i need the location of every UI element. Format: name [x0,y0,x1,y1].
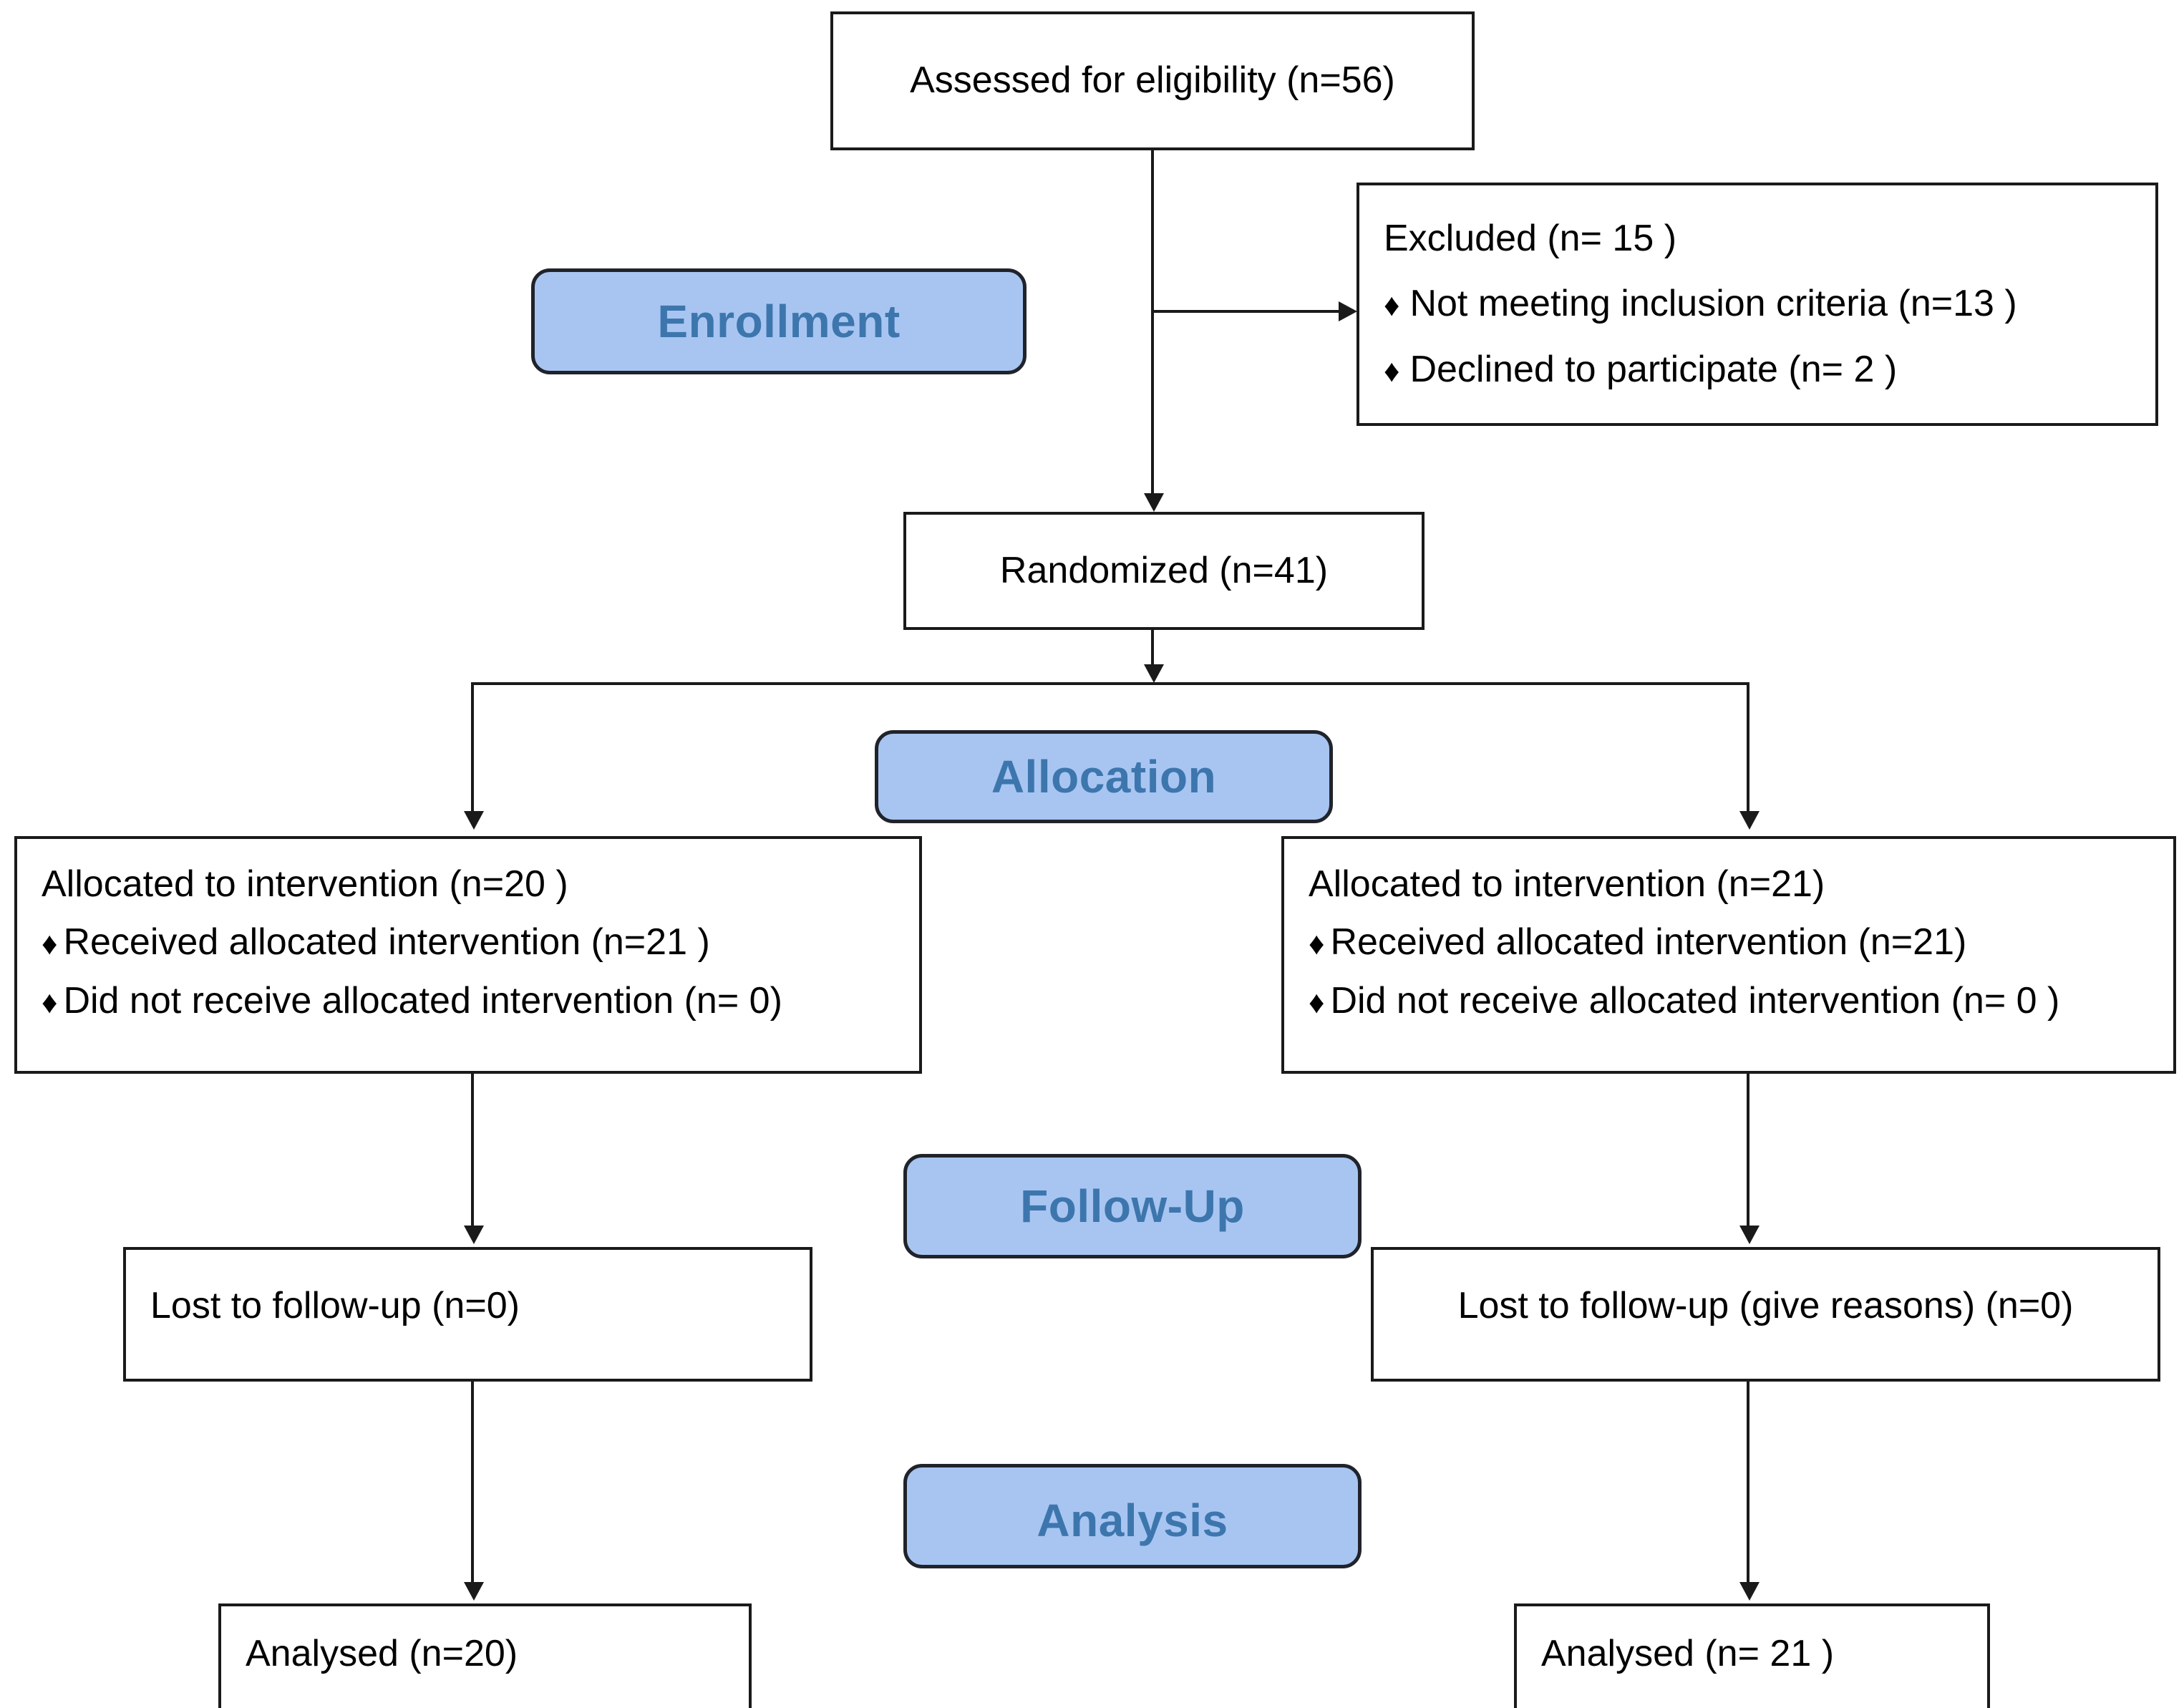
diamond-bullet-icon: ♦ [1309,926,1325,962]
stage-label-followup-text: Follow-Up [1020,1180,1245,1232]
lost-left-text: Lost to follow-up (n=0) [150,1285,520,1327]
allocated-left-content: Allocated to intervention (n=20 ) ♦ Rece… [17,863,919,1023]
allocated-left-item-0: ♦ Received allocated intervention (n=21 … [42,921,895,964]
analysed-left-text: Analysed (n=20) [246,1633,518,1675]
node-lost-left: Lost to follow-up (n=0) [123,1247,812,1382]
node-assessed-for-eligibility: Assessed for eligibility (n=56) [830,11,1475,150]
arrowhead-to-split-bar [1144,664,1164,683]
allocated-right-heading: Allocated to intervention (n=21) [1309,863,1825,905]
connector-randomized-to-split [1151,630,1154,666]
excluded-item-0: ♦ Not meeting inclusion criteria (n=13 ) [1384,282,2131,326]
excluded-item-1: ♦ Declined to participate (n= 2 ) [1384,348,2131,392]
allocated-left-item-1: ♦ Did not receive allocated intervention… [42,979,895,1023]
allocated-right-item-0: ♦ Received allocated intervention (n=21) [1309,921,2149,964]
excluded-heading: Excluded (n= 15 ) [1384,217,1677,259]
node-lost-right: Lost to follow-up (give reasons) (n=0) [1371,1247,2160,1382]
arrowhead-to-analysed-right [1739,1582,1760,1601]
arrowhead-to-excluded [1339,301,1357,321]
stage-label-enrollment-text: Enrollment [657,296,901,347]
allocated-left-heading: Allocated to intervention (n=20 ) [42,863,568,905]
stage-label-allocation-text: Allocation [991,751,1217,802]
connector-to-excluded [1151,310,1339,313]
node-allocated-left: Allocated to intervention (n=20 ) ♦ Rece… [14,836,922,1074]
stage-label-allocation: Allocation [875,730,1333,823]
analysed-right-text: Analysed (n= 21 ) [1541,1633,1835,1675]
arrowhead-to-lost-left [464,1226,484,1244]
arrowhead-to-analysed-left [464,1582,484,1601]
connector-lost-right-to-analysed-right [1747,1382,1749,1582]
assessed-text: Assessed for eligibility (n=56) [910,59,1395,102]
diamond-bullet-icon: ♦ [1309,984,1325,1020]
node-allocated-right: Allocated to intervention (n=21) ♦ Recei… [1281,836,2176,1074]
randomized-text: Randomized (n=41) [999,549,1329,591]
stage-label-followup: Follow-Up [903,1154,1362,1258]
diamond-bullet-icon: ♦ [1384,288,1400,324]
allocated-right-item-1: ♦ Did not receive allocated intervention… [1309,979,2149,1023]
connector-lost-left-to-analysed-left [471,1382,474,1582]
excluded-item-1-label: Declined to participate (n= 2 ) [1409,348,1898,390]
allocated-left-item-1-label: Did not receive allocated intervention (… [63,979,782,1022]
excluded-item-0-label: Not meeting inclusion criteria (n=13 ) [1409,283,2017,325]
connector-allocated-right-to-lost-right [1747,1074,1749,1226]
allocated-right-item-1-label: Did not receive allocated intervention (… [1330,979,2060,1022]
node-excluded: Excluded (n= 15 ) ♦ Not meeting inclusio… [1356,183,2158,426]
connector-assessed-to-randomized [1151,150,1154,493]
connector-split-to-allocated-right [1747,682,1749,811]
stage-label-analysis: Analysis [903,1464,1362,1568]
connector-allocated-left-to-lost-left [471,1074,474,1226]
node-randomized: Randomized (n=41) [903,512,1425,630]
connector-split-to-allocated-left [471,682,474,811]
diamond-bullet-icon: ♦ [1384,353,1400,389]
diamond-bullet-icon: ♦ [42,926,58,962]
node-analysed-right: Analysed (n= 21 ) [1514,1603,1990,1708]
stage-label-analysis-text: Analysis [1037,1495,1228,1546]
allocated-right-content: Allocated to intervention (n=21) ♦ Recei… [1284,863,2173,1023]
excluded-content: Excluded (n= 15 ) ♦ Not meeting inclusio… [1359,217,2155,392]
arrowhead-to-allocated-right [1739,811,1760,830]
allocated-right-item-0-label: Received allocated intervention (n=21) [1330,921,1967,964]
stage-label-enrollment: Enrollment [531,268,1027,374]
arrowhead-to-allocated-left [464,811,484,830]
arrowhead-to-lost-right [1739,1226,1760,1244]
allocated-left-item-0-label: Received allocated intervention (n=21 ) [63,921,710,964]
node-analysed-left: Analysed (n=20) [218,1603,752,1708]
diamond-bullet-icon: ♦ [42,984,58,1020]
lost-right-text: Lost to follow-up (give reasons) (n=0) [1457,1285,2074,1327]
arrowhead-to-randomized [1144,493,1164,512]
split-bar-allocation [471,682,1749,685]
